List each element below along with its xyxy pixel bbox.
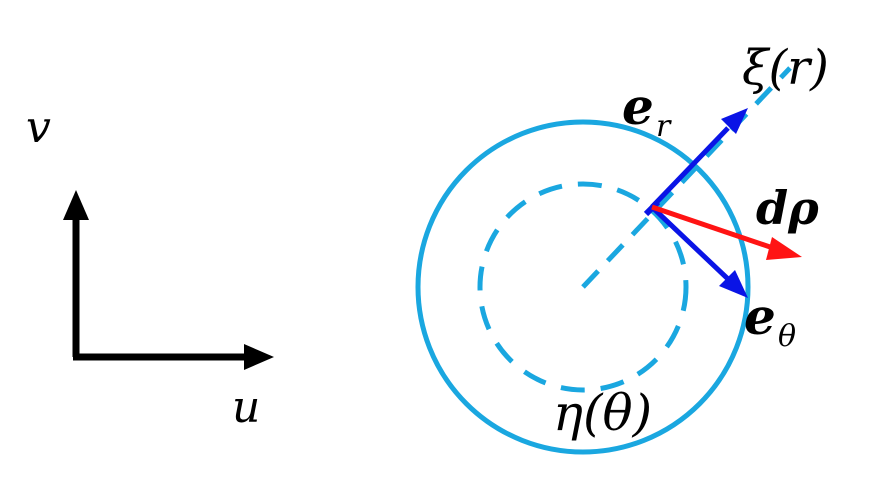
etheta-vector-line	[650, 205, 730, 281]
er-label-base: e	[622, 77, 654, 136]
drho-label: dρ	[756, 181, 819, 235]
er-vector-line	[650, 126, 730, 209]
etheta-arrowhead-icon	[719, 270, 748, 298]
eta-label: η(θ)	[553, 384, 652, 442]
u-axis-label: u	[232, 382, 260, 433]
drho-arrowhead-icon	[766, 237, 802, 260]
etheta-label-sub: θ	[778, 319, 796, 354]
inner-dashed-circle	[477, 181, 689, 393]
outer-circle	[415, 119, 751, 455]
er-arrowhead-icon	[721, 108, 748, 134]
v-axis-label: v	[26, 102, 51, 153]
drho-vector	[651, 204, 802, 260]
etheta-label: e θ	[744, 287, 796, 354]
drho-vector-line	[651, 204, 777, 252]
er-label-sub: r	[656, 109, 672, 144]
etheta-label-base: e	[744, 287, 776, 346]
radial-dashed-line	[581, 66, 792, 289]
u-axis-arrowhead-icon	[244, 344, 274, 370]
v-axis-arrowhead-icon	[63, 190, 89, 220]
etheta-vector	[650, 205, 748, 298]
er-vector	[650, 108, 748, 209]
xi-label: ξ(r)	[742, 40, 829, 96]
uv-axes	[63, 190, 274, 370]
er-label: e r	[622, 77, 672, 144]
